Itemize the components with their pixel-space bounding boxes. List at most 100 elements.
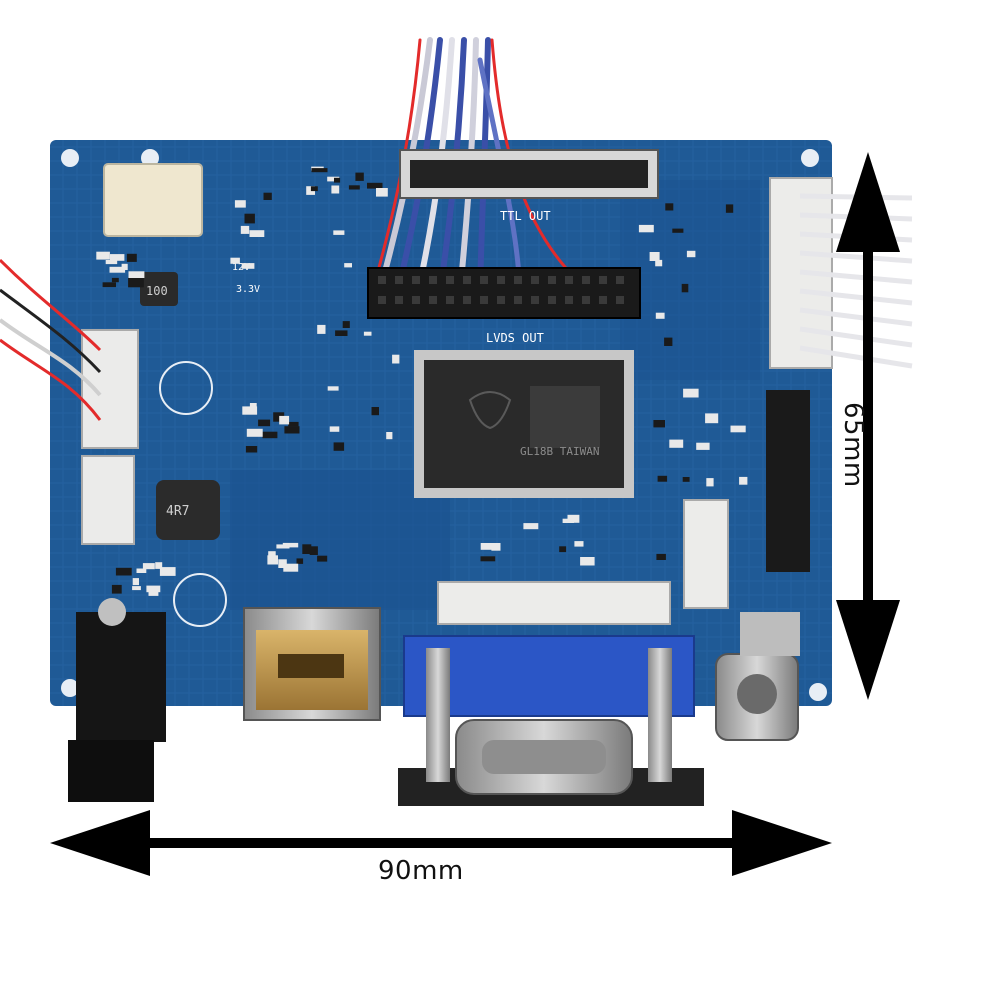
right-pin-header [766, 390, 810, 572]
smd-part [376, 188, 388, 197]
silkscreen-mark [173, 573, 227, 627]
smd-part [279, 415, 290, 425]
smd-part [355, 172, 364, 181]
header-pin [463, 276, 471, 284]
smd-part [105, 260, 118, 265]
header-pin [446, 276, 454, 284]
smd-part [574, 541, 584, 547]
header-pin [429, 296, 437, 304]
height-label: 65mm [838, 402, 868, 488]
smd-part [111, 584, 122, 594]
inductor-4r7: 4R7 [156, 480, 220, 540]
smd-part [672, 228, 684, 233]
smd-part [262, 431, 278, 439]
smd-part [655, 259, 663, 267]
ribbon-wire [799, 288, 913, 306]
header-pin [497, 296, 505, 304]
smd-part [327, 386, 339, 391]
smd-part [155, 562, 163, 569]
smd-part [109, 266, 126, 273]
ribbon-wire [799, 269, 913, 285]
ttl-fpc-connector: TTL OUT [399, 149, 659, 223]
smd-part [121, 263, 128, 270]
smd-part [638, 224, 654, 233]
smd-part [329, 426, 340, 432]
smd-part [234, 200, 246, 208]
smd-part [249, 403, 257, 408]
header-pin [514, 276, 522, 284]
silkscreen-mark [159, 361, 213, 415]
smd-part [739, 476, 748, 485]
smd-part [730, 425, 746, 433]
smd-part [344, 263, 352, 268]
smd-part [317, 555, 328, 562]
header-pin [480, 296, 488, 304]
header-pin [412, 296, 420, 304]
header-pin [446, 296, 454, 304]
header-pin [412, 276, 420, 284]
smd-part [559, 546, 567, 553]
hdmi-port [243, 607, 381, 721]
header-pin [378, 296, 386, 304]
rail-33v-label: 3.3V [236, 284, 260, 295]
smd-part [115, 567, 132, 576]
header-pin [531, 296, 539, 304]
smd-part [655, 312, 665, 319]
smd-part [126, 253, 137, 262]
key-connector [683, 499, 729, 609]
inductor-100: 100 [140, 272, 178, 306]
smd-part [342, 321, 350, 328]
smd-part [267, 555, 278, 565]
smd-part [656, 553, 666, 560]
smd-part [669, 439, 684, 448]
left-connectors [0, 258, 139, 545]
smd-part [386, 432, 393, 440]
smd-part [284, 426, 300, 434]
scaler-chip: GL18B TAIWAN [414, 350, 634, 498]
smd-part [335, 330, 348, 336]
lvds-header: LVDS OUT [367, 267, 641, 345]
smd-part [649, 252, 660, 261]
smd-part [283, 563, 299, 572]
smd-part [159, 567, 176, 576]
header-pin [548, 276, 556, 284]
smd-part [128, 277, 144, 288]
header-pin [599, 296, 607, 304]
smd-part [249, 230, 265, 237]
smd-part [310, 186, 318, 192]
smd-part [309, 546, 318, 555]
smd-part [523, 523, 539, 530]
height-dimension-arrow [836, 152, 900, 700]
header-pin [616, 276, 624, 284]
smd-part [331, 185, 340, 194]
smd-part [306, 186, 315, 195]
header-pin [395, 296, 403, 304]
smd-part [245, 446, 258, 453]
smd-part [348, 185, 360, 190]
ribbon-wire [799, 326, 913, 348]
svg-text:100: 100 [146, 284, 168, 298]
smd-part [268, 551, 276, 558]
smd-part [664, 337, 673, 346]
smd-part [665, 203, 674, 211]
smd-components [96, 166, 748, 596]
smd-part [311, 168, 328, 173]
header-pin [429, 276, 437, 284]
smd-part [327, 176, 340, 182]
ribbon-wire [799, 250, 913, 264]
chip-marking: GL18B TAIWAN [520, 445, 599, 458]
smd-part [480, 543, 492, 550]
smd-part [128, 271, 145, 278]
dc-power-jack [68, 598, 166, 802]
smd-part [491, 543, 501, 551]
header-pin [582, 296, 590, 304]
av-jack [715, 612, 800, 741]
ribbon-wire [799, 307, 913, 327]
smd-part [371, 407, 379, 416]
smd-part [334, 177, 341, 183]
smd-part [242, 406, 258, 415]
header-pin [565, 296, 573, 304]
header-pin [582, 276, 590, 284]
smd-part [686, 250, 696, 258]
smd-part [102, 282, 116, 288]
